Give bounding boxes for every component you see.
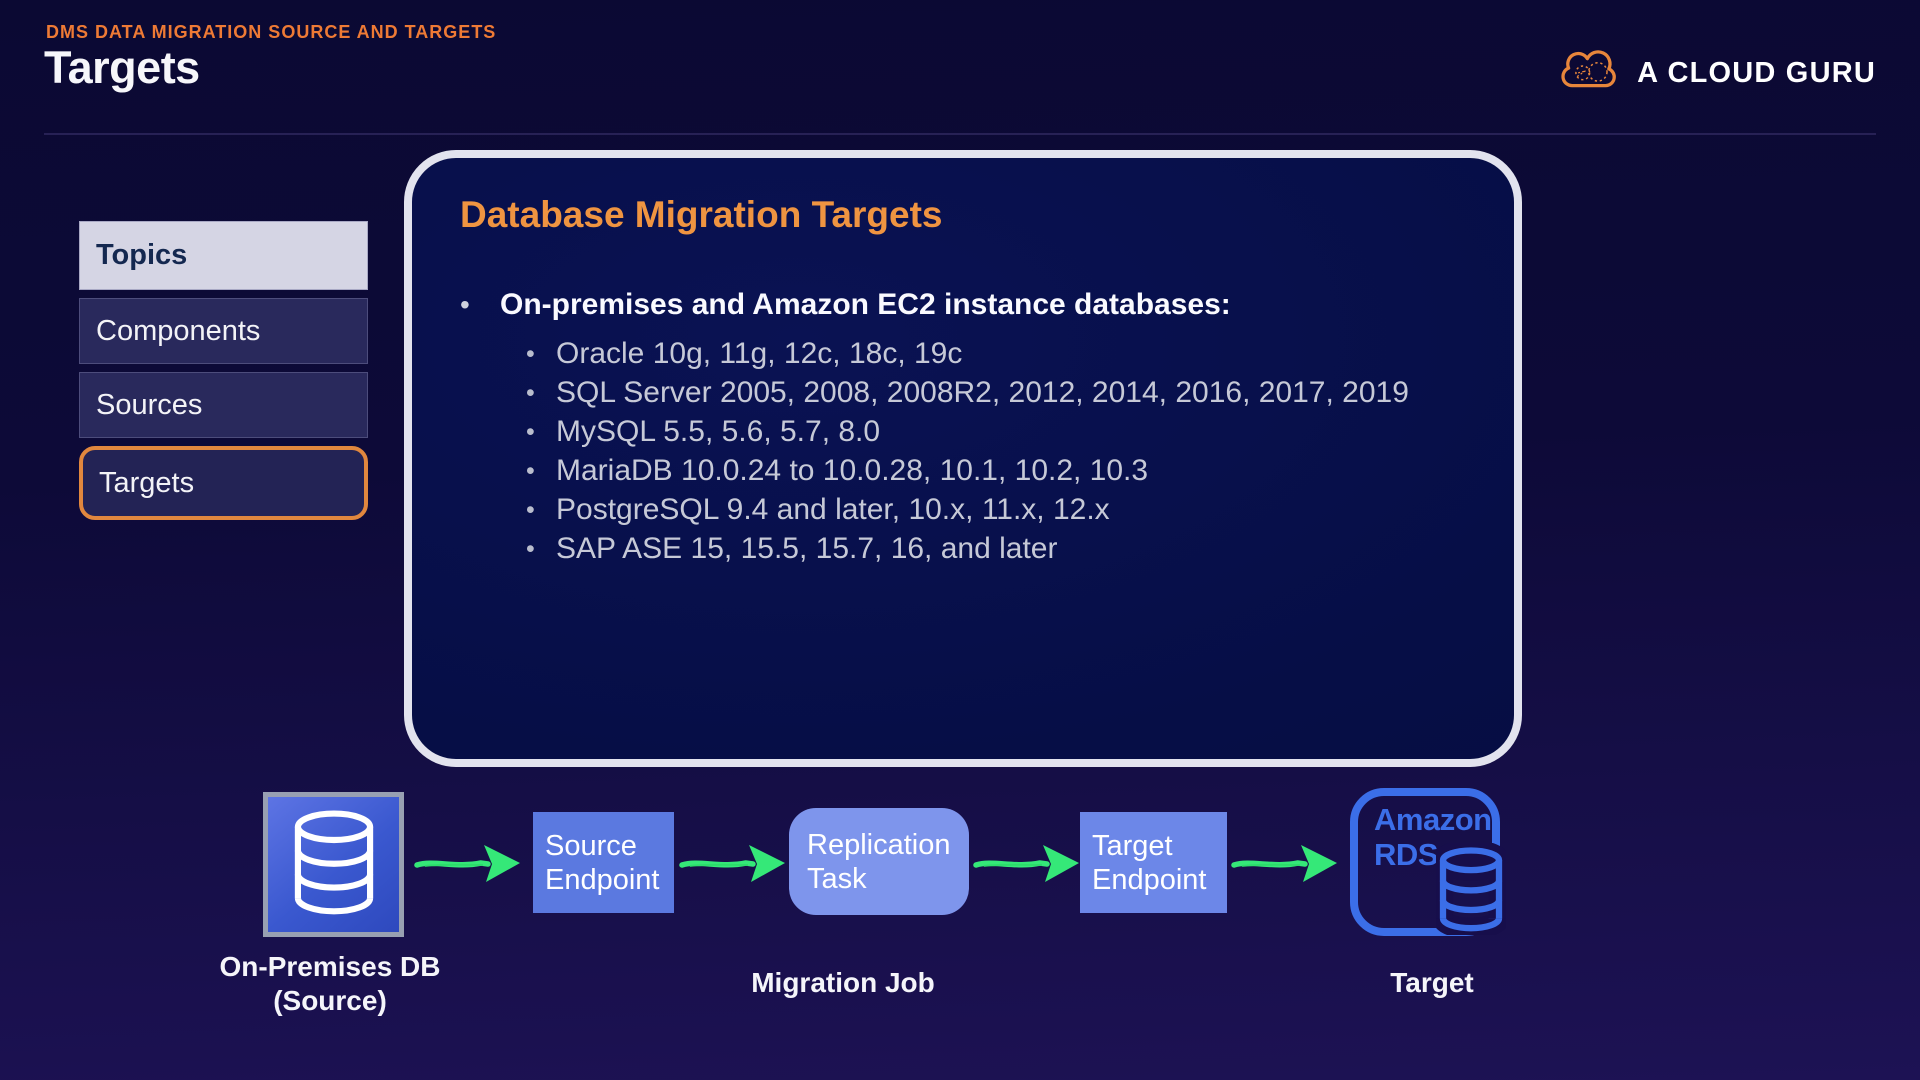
source-endpoint-node: Source Endpoint [533, 812, 674, 913]
database-cylinder-icon [290, 809, 378, 920]
list-item: SQL Server 2005, 2008, 2008R2, 2012, 201… [524, 373, 1409, 413]
list-item: SAP ASE 15, 15.5, 15.7, 16, and later [524, 529, 1409, 569]
header-divider [44, 133, 1876, 135]
flow-arrow-icon [679, 845, 785, 882]
brand-name: A CLOUD GURU [1637, 57, 1876, 89]
target-label: Target [1390, 967, 1474, 998]
panel-title: Database Migration Targets [460, 194, 943, 235]
list-item: MySQL 5.5, 5.6, 5.7, 8.0 [524, 412, 1409, 452]
brand-logo: A CLOUD GURU [1559, 48, 1876, 99]
bullet-heading: • On-premises and Amazon EC2 instance da… [460, 288, 1231, 322]
flow-arrow-icon [973, 845, 1079, 882]
bullet-heading-text: On-premises and Amazon EC2 instance data… [500, 288, 1231, 321]
bullet-dot: • [460, 289, 470, 320]
onprem-db-label-line2: (Source) [273, 985, 387, 1016]
cloud-logo-icon [1559, 48, 1623, 99]
flow-arrow-icon [1231, 845, 1337, 882]
page-title: Targets [44, 42, 200, 93]
list-item: MariaDB 10.0.24 to 10.0.28, 10.1, 10.2, … [524, 451, 1409, 491]
onprem-db-label: On-Premises DB (Source) [175, 950, 485, 1018]
replication-task-node: Replication Task [789, 808, 969, 915]
rds-database-cylinder-icon [1436, 843, 1506, 935]
list-item: PostgreSQL 9.4 and later, 10.x, 11.x, 12… [524, 490, 1409, 530]
list-item: Oracle 10g, 11g, 12c, 18c, 19c [524, 334, 1409, 374]
content-panel: Database Migration Targets • On-premises… [404, 150, 1522, 767]
sidebar-item-components[interactable]: Components [79, 298, 368, 364]
migration-job-label: Migration Job [751, 967, 935, 998]
onprem-db-node [263, 792, 404, 937]
amazon-rds-label-line2: RDS [1374, 837, 1438, 872]
topics-nav: Topics Components Sources Targets [79, 221, 368, 520]
topics-header: Topics [79, 221, 368, 290]
database-list: Oracle 10g, 11g, 12c, 18c, 19c SQL Serve… [524, 334, 1409, 569]
amazon-rds-label-line1: Amazon [1374, 802, 1492, 837]
sidebar-item-sources[interactable]: Sources [79, 372, 368, 438]
flow-arrow-icon [414, 845, 520, 882]
sidebar-item-targets[interactable]: Targets [79, 446, 368, 520]
target-endpoint-node: Target Endpoint [1080, 812, 1227, 913]
lesson-eyebrow: DMS DATA MIGRATION SOURCE AND TARGETS [46, 22, 497, 42]
onprem-db-label-line1: On-Premises DB [219, 951, 441, 982]
